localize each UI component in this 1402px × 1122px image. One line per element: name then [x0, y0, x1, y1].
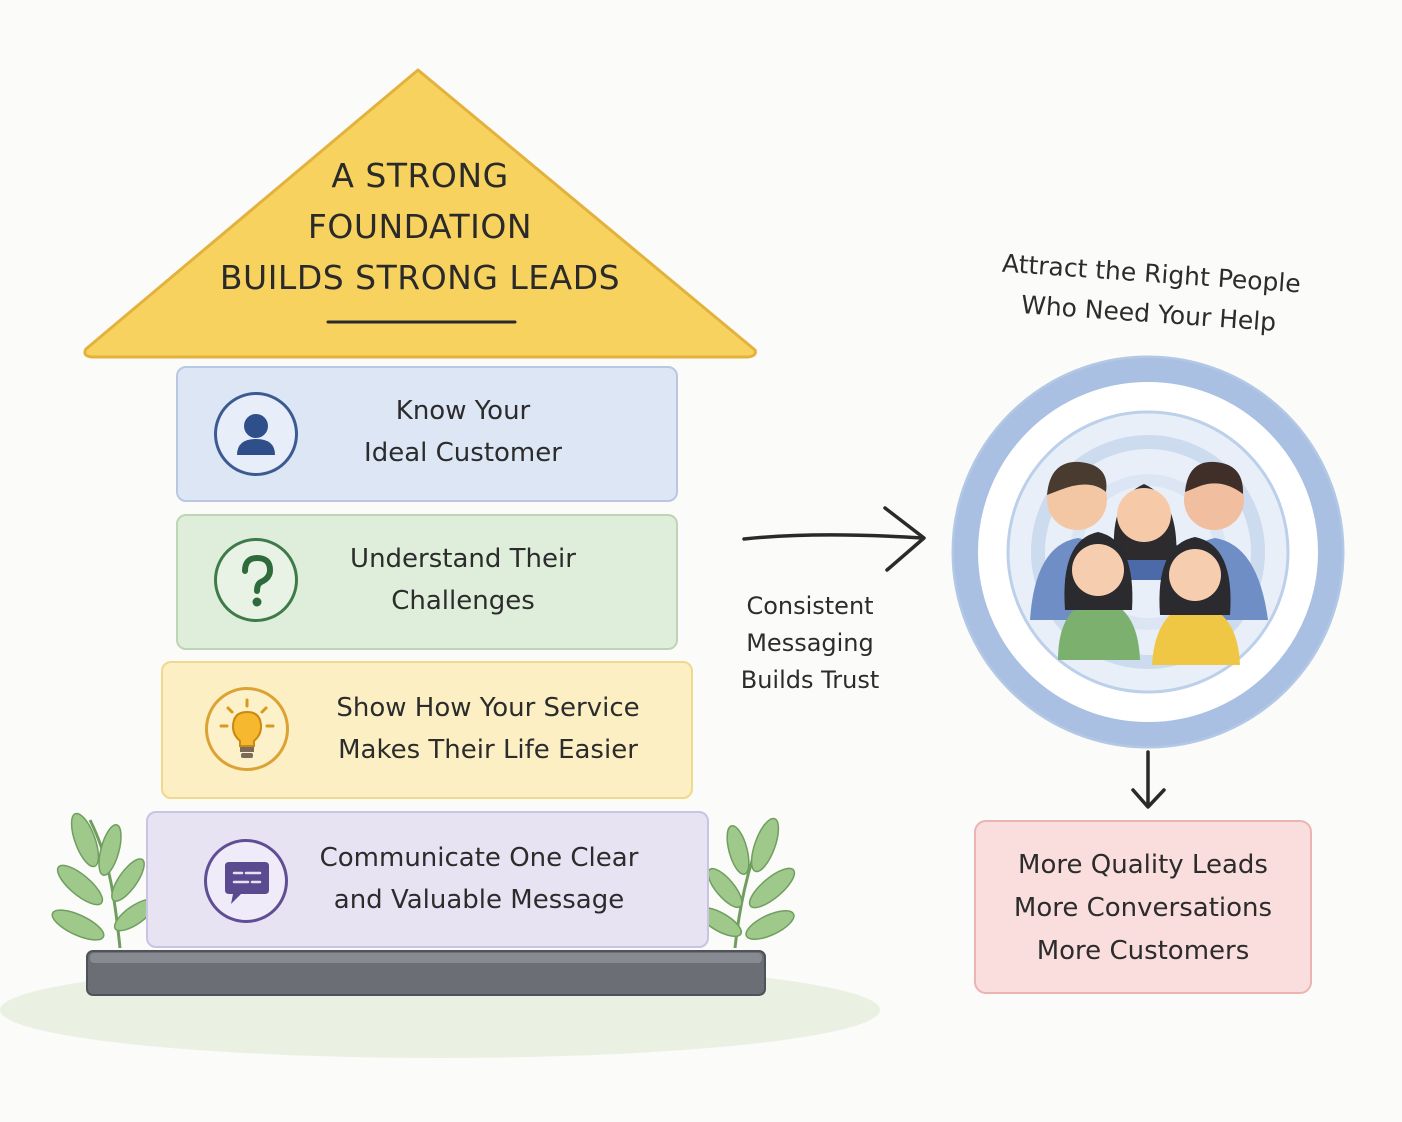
arrow-caption-line: Builds Trust [740, 666, 880, 694]
step-label-line: Understand Their [350, 544, 576, 574]
roof-title: A STRONG FOUNDATION BUILDS STRONG LEADS [200, 150, 640, 303]
result-line: More Quality Leads [1018, 850, 1268, 880]
step-label-line: Ideal Customer [364, 438, 562, 468]
step-label-line: Show How Your Service [336, 693, 640, 723]
step-understand-challenges: Understand Their Challenges [176, 514, 678, 650]
step-label-line: and Valuable Message [333, 885, 625, 915]
result-box: More Quality Leads More Conversations Mo… [974, 820, 1312, 994]
plant-left [51, 812, 157, 949]
step-label: Show How Your Service Makes Their Life E… [293, 687, 683, 771]
chat-bubble-icon [204, 839, 288, 923]
people-group-icon [1030, 461, 1268, 665]
arrow-caption-line: Consistent [746, 592, 874, 620]
roof-title-line: BUILDS STRONG LEADS [219, 258, 621, 297]
roof-title-line: FOUNDATION [307, 207, 533, 246]
plant-right [697, 817, 796, 949]
foundation-slab-highlight [90, 953, 762, 963]
arrow-caption-line: Messaging [746, 629, 874, 657]
result-line: More Customers [1036, 936, 1250, 966]
person-icon [214, 392, 298, 476]
roof-triangle [83, 68, 757, 359]
question-mark-icon [214, 538, 298, 622]
step-label-line: Makes Their Life Easier [338, 735, 638, 765]
step-label-line: Communicate One Clear [319, 843, 639, 873]
step-label: Know Your Ideal Customer [298, 390, 628, 474]
roof-title-line: A STRONG [331, 156, 509, 195]
arrow-caption: Consistent Messaging Builds Trust [720, 588, 900, 699]
step-label: Communicate One Clear and Valuable Messa… [298, 837, 660, 921]
step-label: Understand Their Challenges [298, 538, 628, 622]
result-lines: More Quality Leads More Conversations Mo… [976, 844, 1310, 973]
right-arrow [742, 506, 926, 572]
down-arrow [1131, 750, 1166, 809]
step-communicate-message: Communicate One Clear and Valuable Messa… [146, 811, 709, 948]
step-label-line: Challenges [391, 586, 535, 616]
step-know-customer: Know Your Ideal Customer [176, 366, 678, 502]
lightbulb-icon [205, 687, 289, 771]
step-label-line: Know Your [395, 396, 531, 426]
result-line: More Conversations [1013, 893, 1273, 923]
step-show-service: Show How Your Service Makes Their Life E… [161, 661, 693, 799]
